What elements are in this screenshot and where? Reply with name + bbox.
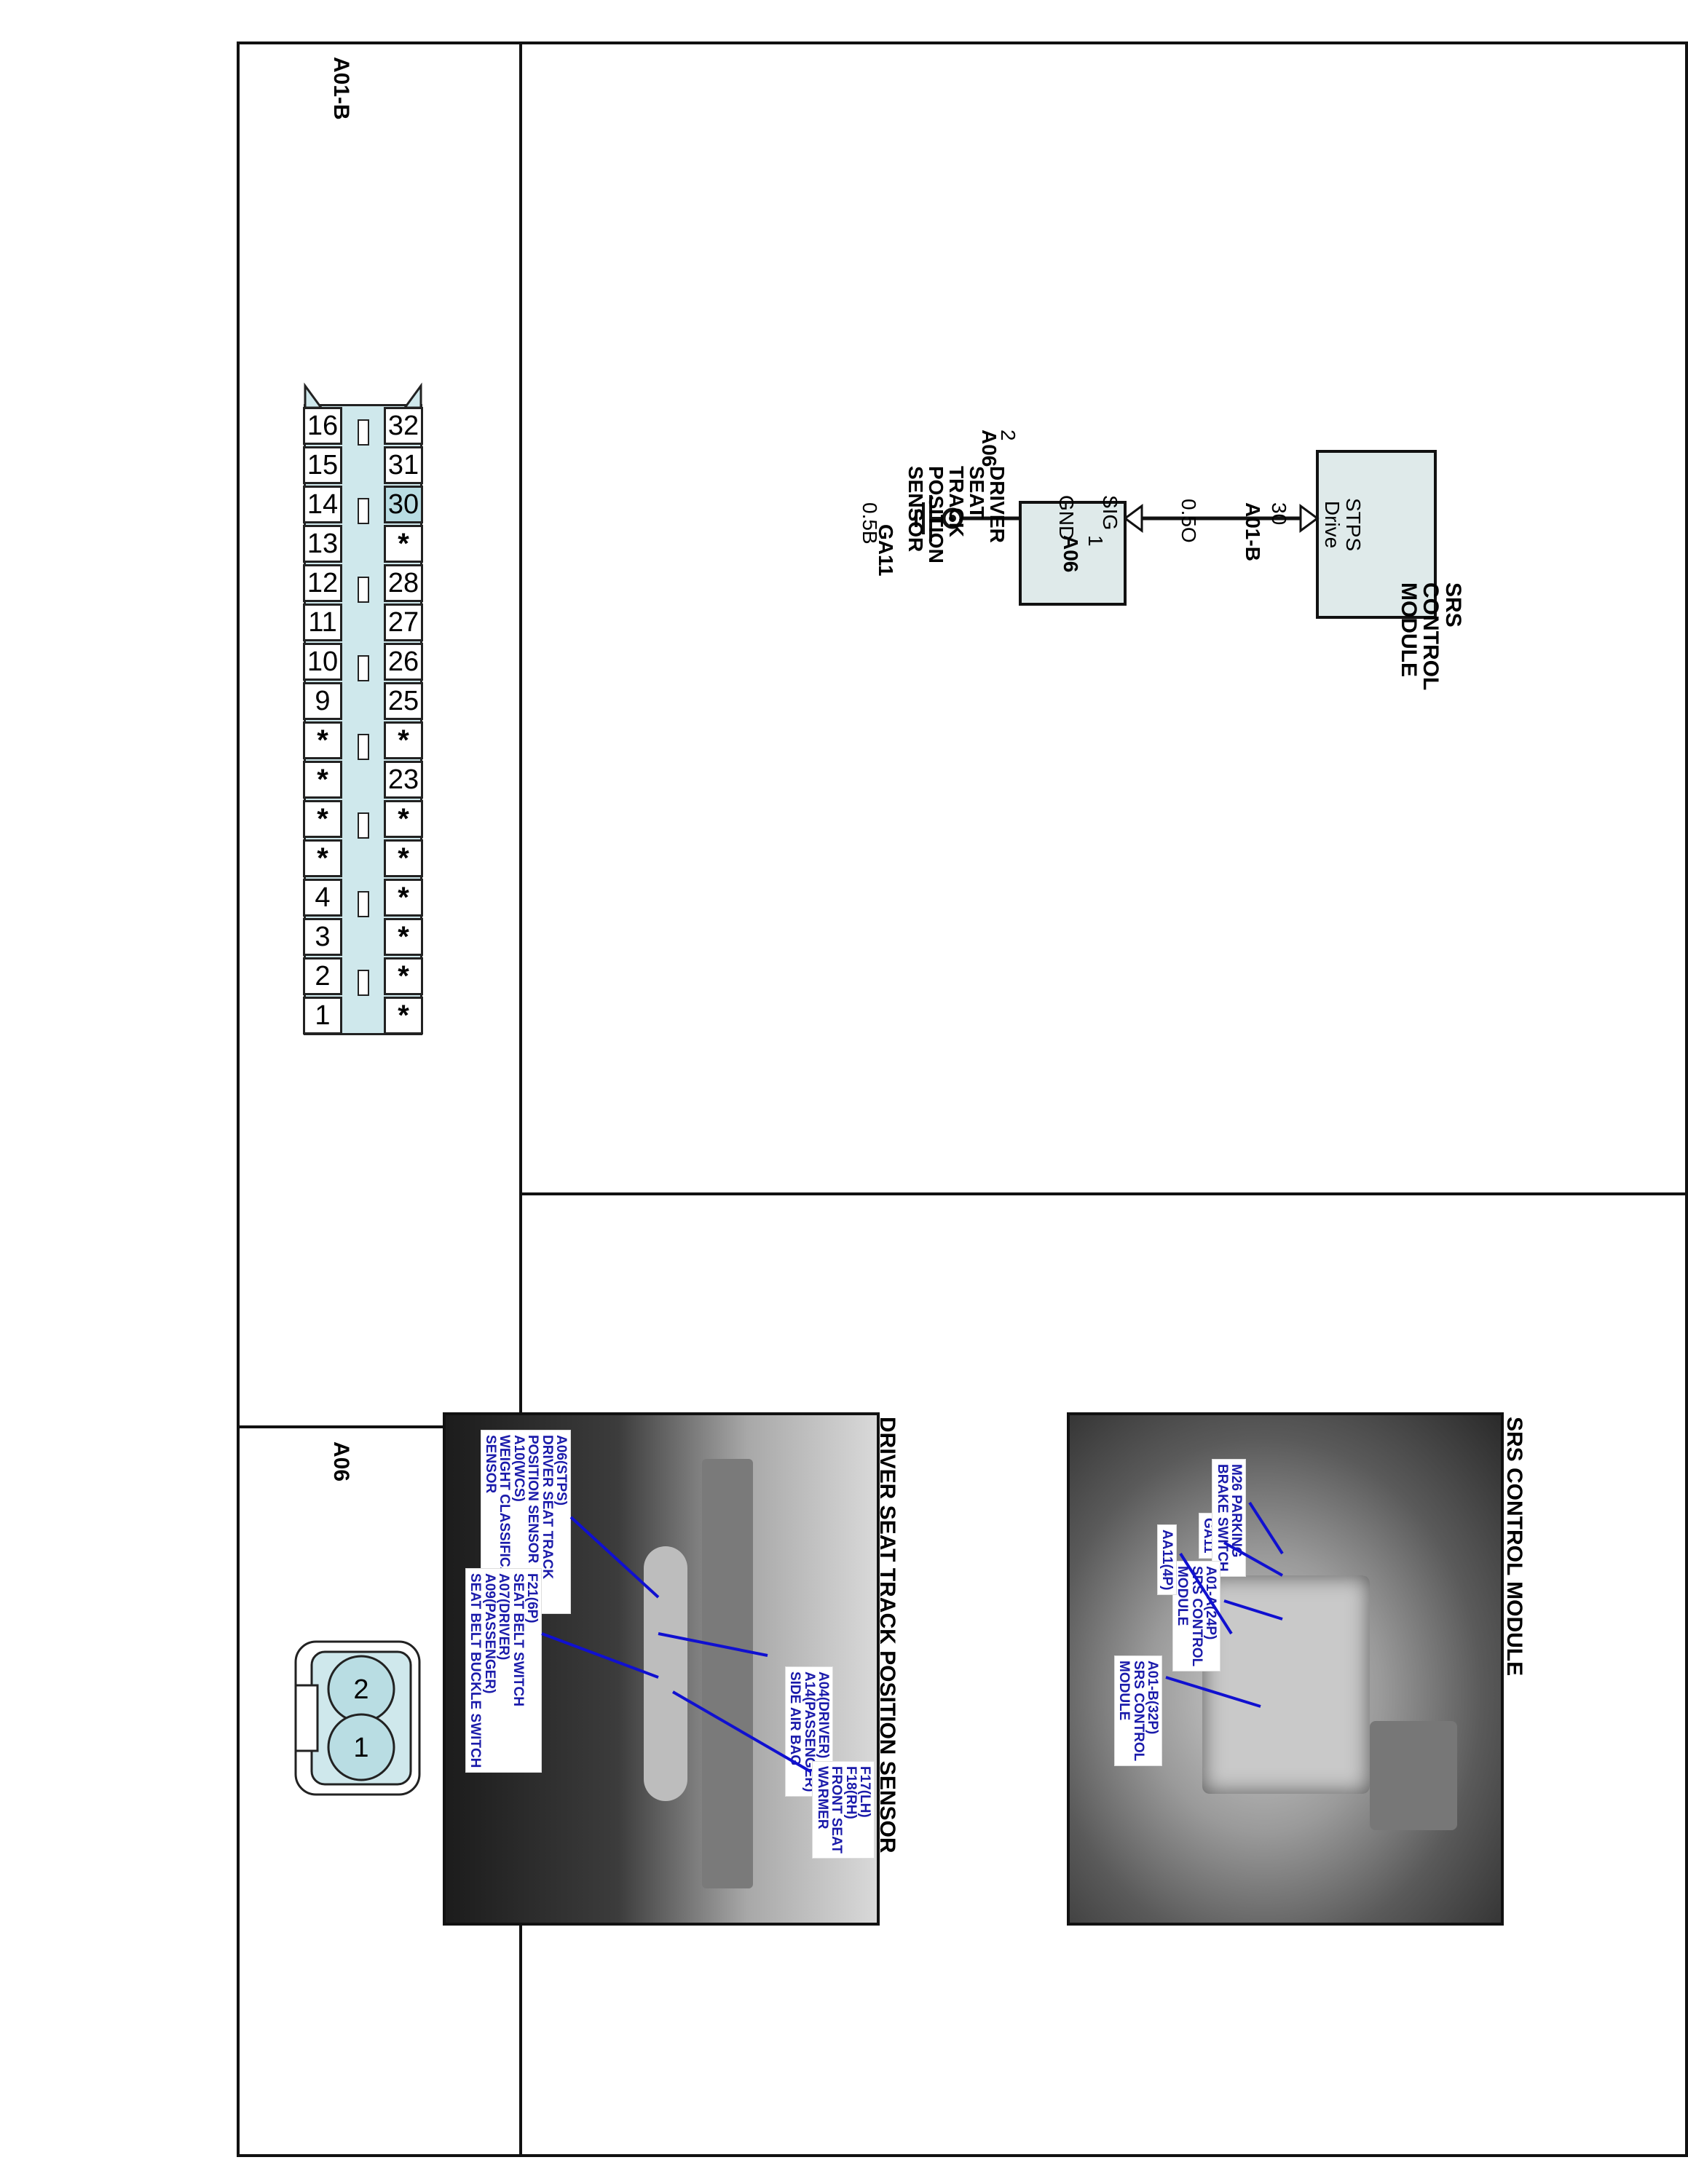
sensor-pin-sig: SIG	[1099, 495, 1121, 531]
stps-arrow-a04	[658, 1632, 768, 1657]
a01b-pin-cell: *	[384, 957, 423, 995]
sensor-name: DRIVER SEAT TRACK POSITION SENSOR	[904, 466, 1009, 563]
a01b-pin-cell: *	[384, 839, 423, 877]
a01b-pin-cell: *	[384, 879, 423, 917]
srs-module-name-line-3: MODULE	[1396, 582, 1421, 677]
srs-photo: GA11 M26 PARKING BRAKE SWITCH A01-A(24P)…	[1067, 1412, 1504, 1926]
module-pin-function-line-1: STPS	[1342, 498, 1365, 552]
module-pin-function-line-2: Drive	[1320, 500, 1344, 549]
a01b-pin-cell: *	[303, 800, 342, 838]
a01b-pin-cell: 12	[303, 564, 342, 602]
a01b-pin-cell: *	[384, 997, 423, 1034]
a01b-latch-slot	[358, 812, 369, 839]
module-pin-triangle	[1299, 504, 1320, 533]
module-pin-function: STPS Drive	[1320, 498, 1365, 552]
wire-top-spec: 0.5O	[1178, 499, 1200, 543]
a01b-pin-cell: 15	[303, 446, 342, 484]
a01b-pin-cell: 27	[384, 604, 423, 641]
sensor-name-line-4: POSITION	[925, 466, 947, 563]
a01b-latch-slot	[358, 577, 369, 603]
srs-callout-arrows	[1165, 1501, 1284, 1708]
srs-module-box	[1316, 450, 1437, 619]
srs-module-name: SRS CONTROL MODULE	[1396, 582, 1465, 691]
stps-arrow-f21	[541, 1632, 659, 1679]
a01b-pin-cell-highlighted: 30	[384, 486, 423, 523]
connector-a01b-latch-right	[304, 382, 323, 409]
srs-module-name-line-1: SRS	[1441, 582, 1465, 628]
a01b-pin-cell: *	[303, 839, 342, 877]
stps-arrow-a06	[569, 1516, 660, 1599]
a01b-pin-cell: 13	[303, 525, 342, 563]
ground-label: GA11	[875, 524, 897, 577]
stps-arrow-f17	[671, 1690, 813, 1773]
a01b-pin-cell: 16	[303, 407, 342, 445]
a01b-pin-cell: 1	[303, 997, 342, 1034]
a01b-pin-cell: 32	[384, 407, 423, 445]
sensor-connector-bottom: A06	[978, 430, 1001, 467]
module-pin-number: 30	[1268, 502, 1290, 526]
a01b-pin-cell: 28	[384, 564, 423, 602]
a01b-pin-cell: *	[384, 800, 423, 838]
srs-arrow-a01b	[1165, 1676, 1261, 1708]
sensor-connector-top: A06	[1060, 535, 1082, 573]
module-connector-id: A01-B	[1242, 502, 1264, 561]
srs-module-name-line-2: CONTROL	[1419, 582, 1443, 691]
sensor-pin-triangle	[1123, 504, 1143, 533]
a01b-pin-cell: *	[384, 525, 423, 563]
srs-arrow-aa11	[1179, 1552, 1233, 1635]
connector-a06-pin-2-label: 2	[353, 1674, 368, 1705]
sensor-name-line-3: TRACK	[945, 466, 968, 537]
a01b-pin-cell: 10	[303, 643, 342, 681]
a01b-latch-slot	[358, 655, 369, 681]
connector-a06-pin-1	[327, 1713, 395, 1781]
a01b-pin-cell: *	[384, 918, 423, 956]
srs-arrow-ga11	[1223, 1541, 1283, 1577]
connector-a01b-latch	[403, 382, 422, 409]
sensor-name-line-5: SENSOR	[904, 466, 927, 553]
connector-a06-pin-1-label: 1	[353, 1733, 368, 1763]
a01b-latch-slot	[358, 734, 369, 760]
sensor-pin-gnd: GND	[1055, 495, 1078, 541]
sensor-name-line-2: SEAT	[966, 466, 988, 519]
a01b-pin-cell: 11	[303, 604, 342, 641]
stps-callout-arrows	[541, 1516, 813, 1773]
a01b-pin-cell: 9	[303, 682, 342, 720]
a01b-latch-slot	[358, 891, 369, 917]
ground-node-dot	[949, 515, 956, 522]
a01b-latch-slot	[358, 419, 369, 446]
srs-arrow-a01a	[1223, 1599, 1283, 1621]
a01b-pin-cell: 31	[384, 446, 423, 484]
a01b-latch-slot	[358, 498, 369, 524]
stps-sensor-box	[1019, 501, 1127, 606]
connector-a06-title: A06	[329, 1441, 353, 1482]
connector-a06: 2 1	[294, 1640, 421, 1796]
a01b-pin-cell: 14	[303, 486, 342, 523]
connector-a06-key	[294, 1684, 319, 1752]
a01b-pin-cell: 4	[303, 879, 342, 917]
a01b-pin-cell: 3	[303, 918, 342, 956]
stps-photo: A06(STPS) DRIVER SEAT TRACK POSITION SEN…	[443, 1412, 880, 1926]
a01b-pin-cell: *	[303, 761, 342, 799]
sensor-pin-gnd-number: 2	[997, 430, 1019, 441]
sensor-pin-sig-number: 1	[1084, 535, 1107, 547]
a01b-latch-slot	[358, 970, 369, 996]
srs-photo-title: SRS CONTROL MODULE	[1502, 1417, 1526, 1677]
a01b-pin-cell: 23	[384, 761, 423, 799]
sensor-name-line-1: DRIVER	[986, 466, 1009, 543]
a01b-pin-cell: 25	[384, 682, 423, 720]
wiring-schematic	[915, 450, 1437, 619]
a01b-pin-cell: 2	[303, 957, 342, 995]
a01b-pin-cell: *	[303, 721, 342, 759]
connector-a01b-title: A01-B	[329, 57, 353, 120]
a01b-pin-cell: *	[384, 721, 423, 759]
srs-arrow-m26	[1248, 1501, 1284, 1555]
a01b-pin-cell: 26	[384, 643, 423, 681]
